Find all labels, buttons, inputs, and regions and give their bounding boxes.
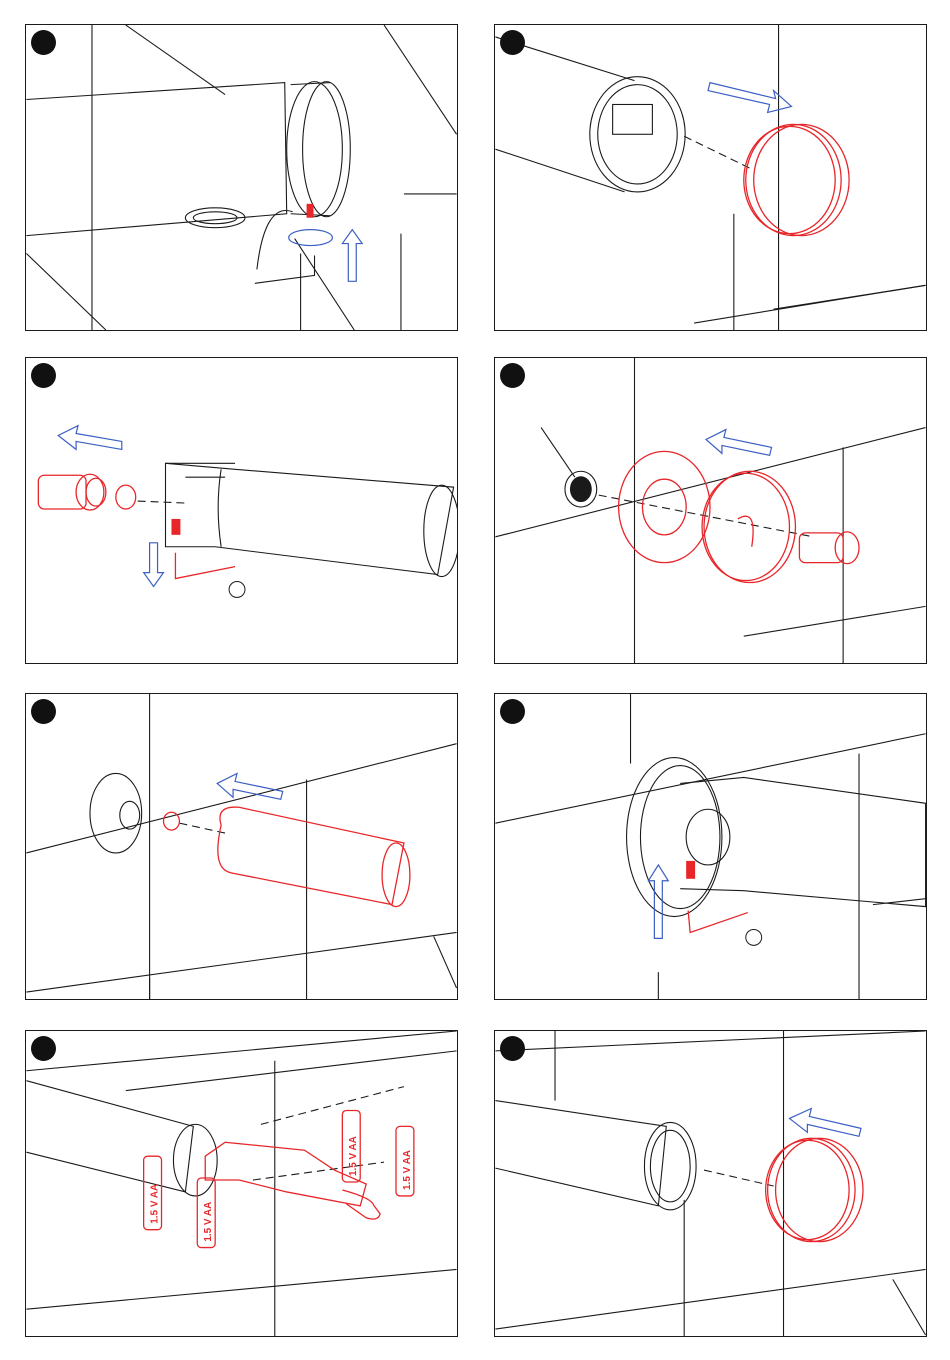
left-arrow <box>58 426 122 450</box>
screw-highlight <box>171 519 180 535</box>
sensor-body <box>680 777 925 906</box>
battery-label-3: 1.5 V AA <box>348 1136 359 1176</box>
screw-highlight <box>307 204 314 218</box>
step-marker-8 <box>500 1036 525 1061</box>
allen-key <box>688 911 748 933</box>
wall-rosette <box>90 773 142 852</box>
washer-part <box>164 812 180 830</box>
step-2-drawing <box>495 25 926 330</box>
step-7-drawing: 1.5 V AA 1.5 V AA 1.5 V AA 1.5 V AA <box>26 1031 457 1336</box>
battery-label-2: 1.5 V AA <box>203 1202 214 1242</box>
panel-step-1 <box>25 24 458 331</box>
panel-step-7: 1.5 V AA 1.5 V AA 1.5 V AA 1.5 V AA <box>25 1030 458 1337</box>
up-arrow <box>342 230 362 282</box>
connector-part <box>799 533 843 563</box>
step-6-drawing <box>495 694 926 999</box>
battery-label-1: 1.5 V AA <box>150 1184 161 1224</box>
cover-plate <box>704 471 795 582</box>
allen-key <box>175 553 235 579</box>
step-3-drawing <box>26 358 457 663</box>
panel-step-4 <box>494 357 927 664</box>
left-arrow <box>217 773 283 799</box>
step-marker-1 <box>31 30 56 55</box>
down-arrow <box>144 543 164 587</box>
wall-rosette <box>619 451 710 562</box>
panel-step-8 <box>494 1030 927 1337</box>
step-marker-2 <box>500 30 525 55</box>
panel-step-3 <box>25 357 458 664</box>
panel-step-5 <box>25 693 458 1000</box>
panel-step-2 <box>494 24 927 331</box>
step-1-drawing <box>26 25 457 330</box>
left-arrow <box>706 430 772 456</box>
step-marker-5 <box>31 699 56 724</box>
rotate-arrow <box>289 230 333 246</box>
screw-highlight <box>686 861 695 879</box>
callout-circle <box>229 582 245 598</box>
up-arrow <box>648 865 668 939</box>
step-marker-6 <box>500 699 525 724</box>
sensor-body <box>218 807 404 905</box>
battery-label-4: 1.5 V AA <box>402 1150 413 1190</box>
cover-cap <box>776 1138 863 1241</box>
left-arrow <box>789 1108 861 1136</box>
step-8-drawing <box>495 1031 926 1336</box>
step-marker-3 <box>31 363 56 388</box>
step-4-drawing <box>495 358 926 663</box>
washer-part <box>116 485 136 509</box>
step-5-drawing <box>26 694 457 999</box>
step-marker-7 <box>31 1036 56 1061</box>
panel-step-6 <box>494 693 927 1000</box>
step-marker-4 <box>500 363 525 388</box>
callout-circle <box>746 929 762 945</box>
sensor-body <box>495 1101 666 1206</box>
sensor-body <box>26 1081 193 1192</box>
